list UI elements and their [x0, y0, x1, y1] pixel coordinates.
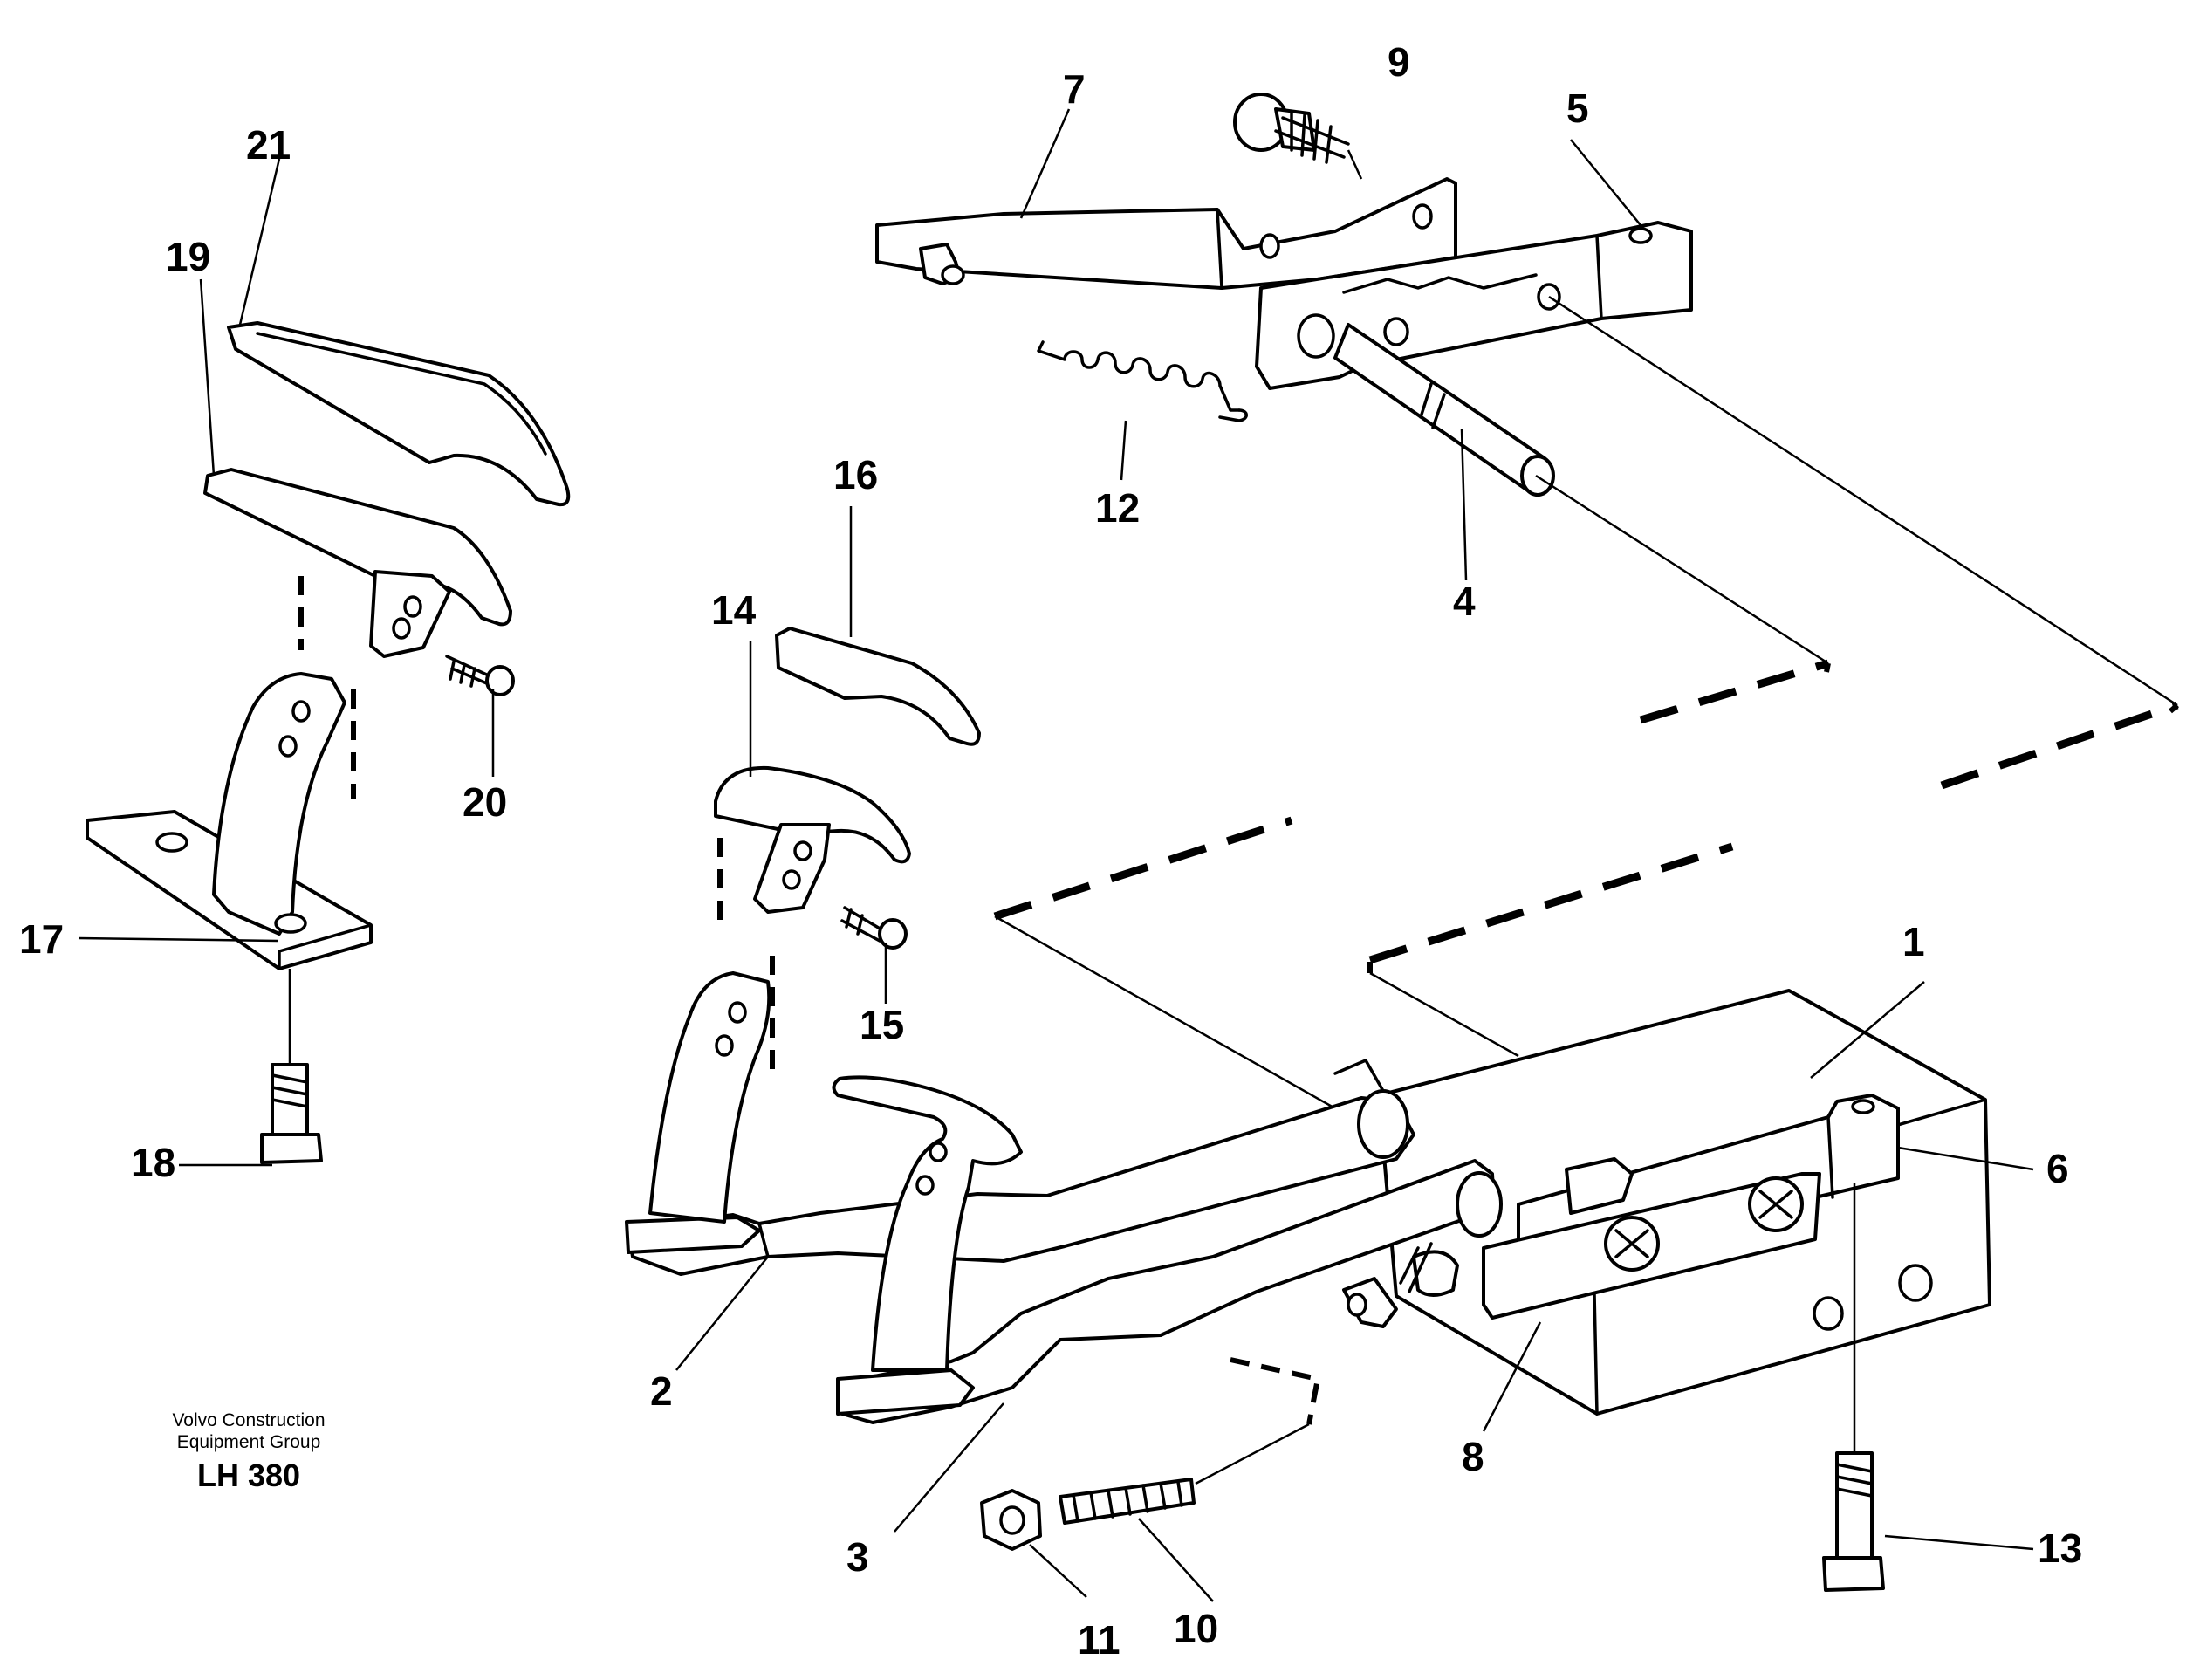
guide-line-center — [717, 838, 775, 1073]
part-18-bolt — [260, 969, 323, 1164]
callout-16: 16 — [833, 452, 878, 497]
publisher-line-2: Equipment Group — [176, 1432, 321, 1452]
part-17-pedal-base — [86, 672, 373, 970]
part-12-spring — [1037, 340, 1248, 422]
callout-leaders — [78, 108, 2034, 1602]
callout-21: 21 — [246, 122, 291, 168]
callout-18: 18 — [131, 1140, 175, 1185]
callout-5: 5 — [1566, 86, 1589, 131]
part-3-front-pedal-arm — [832, 1075, 1503, 1424]
callout-20: 20 — [463, 779, 507, 825]
publisher-line-1: Volvo Construction — [172, 1410, 326, 1430]
part-16-small-pad — [775, 627, 981, 746]
callout-14: 14 — [711, 587, 757, 633]
dashed-guide-lines — [993, 659, 2179, 973]
callout-19: 19 — [166, 234, 210, 279]
callout-15: 15 — [860, 1002, 904, 1047]
guide-line-left — [298, 576, 356, 799]
part-15-screw — [840, 906, 908, 1004]
callout-numbers: 1 2 3 4 5 6 7 8 9 10 11 12 13 14 15 16 1… — [19, 39, 2082, 1663]
callout-10: 10 — [1174, 1606, 1218, 1651]
part-9-bolt — [1233, 93, 1363, 180]
callout-9: 9 — [1388, 39, 1410, 85]
part-19-pedal-top — [203, 468, 512, 658]
part-2-rear-pedal-arm — [625, 971, 1415, 1276]
callout-3: 3 — [846, 1534, 869, 1580]
assembly-leader-lines — [994, 295, 2178, 1110]
part-8-mount-plate — [1482, 1157, 1821, 1320]
callout-6: 6 — [2046, 1146, 2069, 1191]
part-7-link-arm — [875, 177, 1457, 290]
part-10-spring — [1059, 1357, 1321, 1525]
publisher-caption: Volvo Construction Equipment Group LH 38… — [122, 1409, 375, 1495]
callout-8: 8 — [1462, 1434, 1484, 1479]
callout-11: 11 — [1078, 1617, 1120, 1663]
callout-17: 17 — [19, 916, 64, 962]
callout-4: 4 — [1453, 579, 1476, 624]
callout-2: 2 — [650, 1368, 673, 1414]
callout-1: 1 — [1902, 919, 1925, 964]
callout-7: 7 — [1063, 66, 1086, 112]
part-21-pedal-pad — [227, 321, 571, 507]
callout-12: 12 — [1095, 485, 1140, 531]
part-20-screw — [445, 655, 515, 777]
drawing-code: LH 380 — [196, 1457, 301, 1493]
part-14-small-pedal-top — [714, 765, 911, 914]
callout-13: 13 — [2038, 1526, 2082, 1571]
part-11-nut — [980, 1489, 1042, 1551]
part-4-pin — [1333, 323, 1555, 497]
part-13-bolt — [1822, 1183, 1885, 1592]
